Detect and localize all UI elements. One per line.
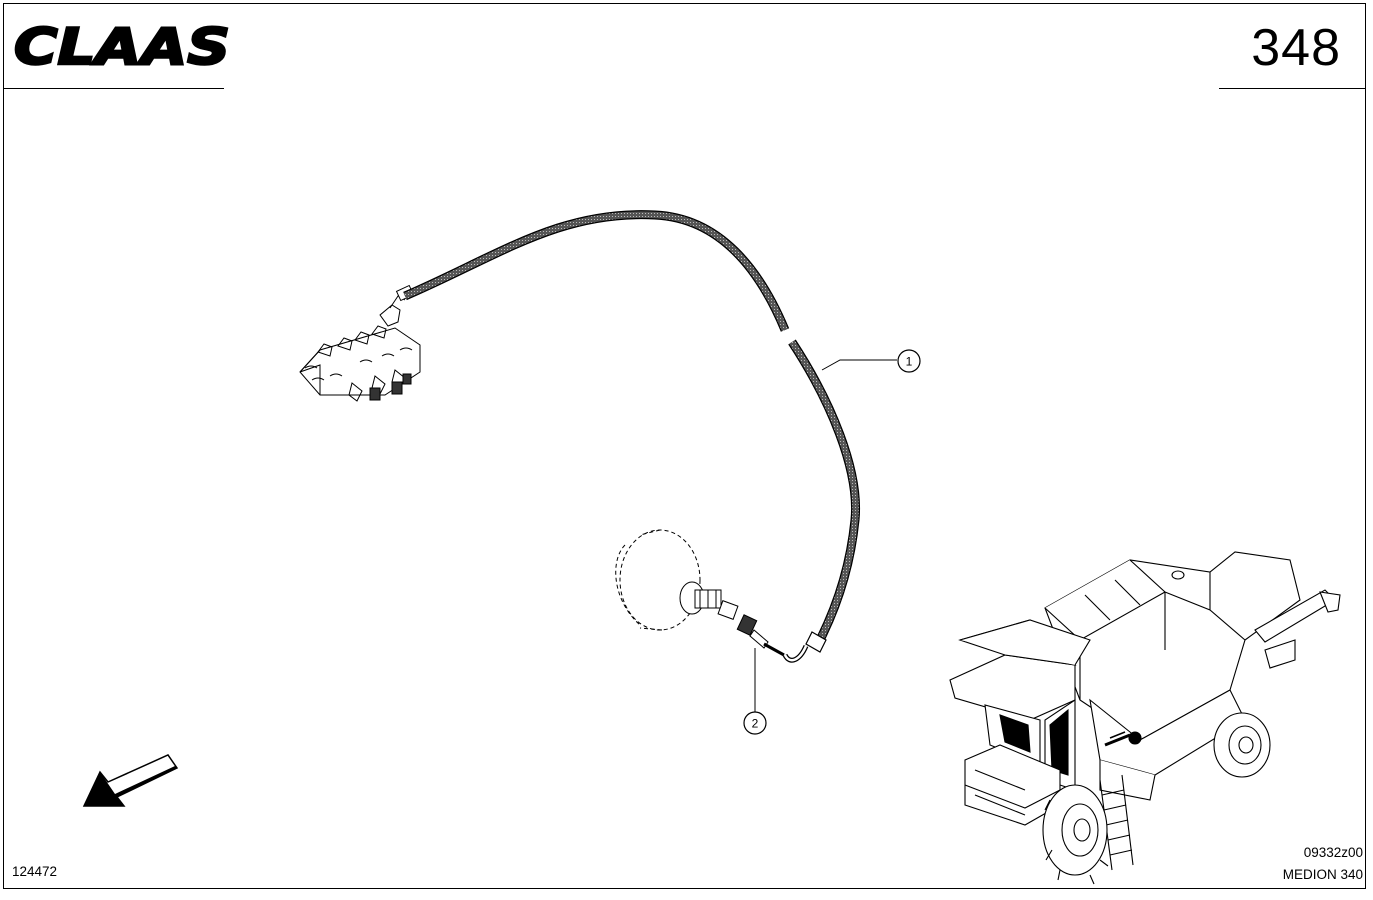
hydraulic-pump — [615, 529, 785, 657]
arrow-down-left-icon — [82, 754, 179, 807]
figure-code: 09332z00 — [1303, 845, 1363, 860]
page-number: 348 — [1251, 19, 1341, 77]
claas-logo: CLAAS — [14, 22, 231, 70]
header-rule-left — [3, 88, 224, 89]
callout-label: 1 — [906, 355, 913, 369]
brand-wordmark: CLAAS — [14, 22, 230, 70]
header-rule-right — [1219, 88, 1366, 89]
control-valve-block — [299, 284, 421, 402]
page-frame — [3, 3, 1366, 889]
callout-1: 1 — [821, 349, 921, 373]
callout-2: 2 — [743, 648, 767, 735]
drawing-number: 124472 — [12, 864, 58, 879]
combine-harvester-locator — [949, 551, 1341, 885]
hydraulic-hose — [403, 210, 861, 663]
model-name: MEDION 340 — [1282, 867, 1363, 882]
callout-label: 2 — [752, 717, 759, 731]
